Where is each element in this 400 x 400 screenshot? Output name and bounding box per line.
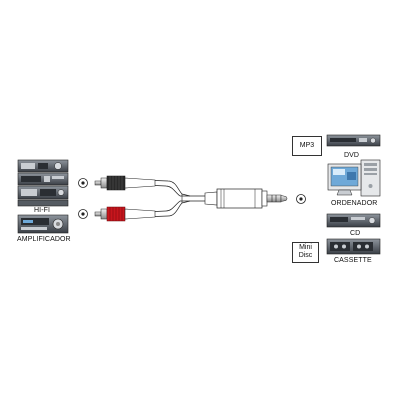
hifi-stack-icon <box>17 159 69 207</box>
mp3-label: MP3 <box>299 142 315 149</box>
dvd-player-icon <box>326 134 381 147</box>
minidisc-box: Mini Disc <box>292 242 319 263</box>
dvd-label: DVD <box>344 152 360 159</box>
cd-label: CD <box>350 230 361 237</box>
stereo-jack-icon <box>296 194 306 204</box>
cable-icon <box>154 180 205 217</box>
amplifier-label: AMPLIFICADOR <box>17 236 71 243</box>
minidisc-label-line1: Mini <box>299 244 312 251</box>
amplifier-icon <box>17 214 69 234</box>
hifi-label: HI-FI <box>34 207 51 214</box>
rca-plug-black-icon <box>94 175 156 191</box>
minidisc-label-line2: Disc <box>298 252 313 259</box>
stereo-plug-icon <box>204 188 288 209</box>
rca-plug-red-icon <box>94 206 156 222</box>
rca-jack-icon <box>78 178 88 188</box>
cd-player-icon <box>326 213 381 228</box>
cassette-label: CASSETTE <box>334 257 372 264</box>
computer-icon <box>327 159 381 197</box>
cassette-deck-icon <box>326 238 381 255</box>
computer-label: ORDENADOR <box>331 200 378 207</box>
rca-jack-icon <box>78 209 88 219</box>
mp3-box: MP3 <box>292 136 322 156</box>
